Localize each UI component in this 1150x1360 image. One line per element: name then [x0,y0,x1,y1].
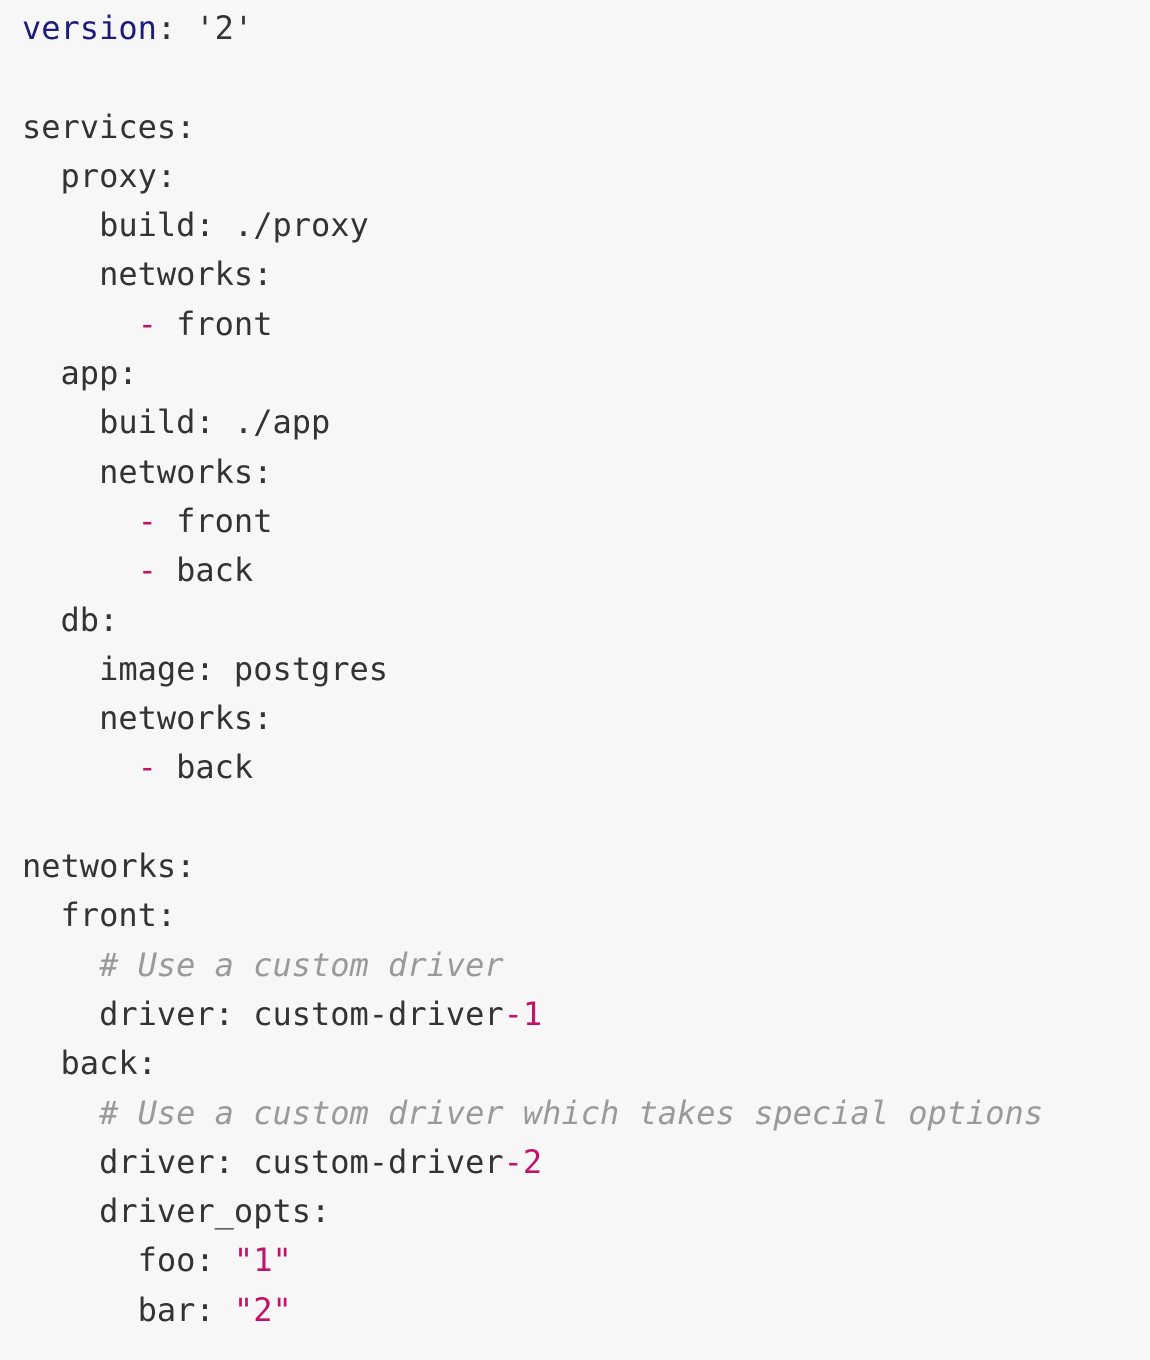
code-line: networks: [22,694,1043,743]
code-token-comment: # Use a custom driver which takes specia… [99,1093,1044,1132]
code-token-string: "1" [233,1241,292,1280]
code-indent [22,1192,99,1230]
code-indent [22,354,61,392]
code-line: driver_opts: [22,1187,1043,1236]
code-line: # Use a custom driver [22,941,1043,990]
code-token-string: "2" [233,1290,292,1329]
code-token-plain: db: [60,600,119,639]
code-line: networks: [22,250,1043,299]
code-line: - back [22,743,1043,792]
code-token-plain: services: [22,107,196,146]
code-token-number: - [137,304,157,343]
code-line: driver: custom-driver-2 [22,1138,1043,1187]
code-token-keyword: version [22,9,157,47]
code-token-plain: networks: [99,255,273,294]
code-token-plain: front [156,304,273,343]
code-line: proxy: [22,152,1043,201]
code-indent [22,502,138,540]
code-indent [22,1241,138,1279]
code-token-plain: networks: [99,699,273,738]
code-indent [22,1044,61,1082]
code-line: app: [22,349,1043,398]
code-indent [22,995,99,1033]
code-indent [22,699,99,737]
code-indent [22,650,99,688]
code-token-plain: back: [60,1044,157,1083]
code-token-plain: : '2' [156,9,254,47]
code-token-number: - [137,501,157,540]
code-token-plain: driver: custom-driver [99,1142,504,1181]
code-token-plain: build: ./app [99,403,331,442]
code-token-plain: driver_opts: [99,1192,331,1231]
code-line: - front [22,497,1043,546]
code-token-number: -1 [503,994,543,1033]
code-token-plain: networks: [99,452,273,491]
code-indent [22,748,138,786]
code-token-plain: front [156,501,273,540]
code-indent [22,896,61,934]
code-line: bar: "2" [22,1286,1043,1335]
code-indent [22,157,61,195]
code-line: # Use a custom driver which takes specia… [22,1089,1043,1138]
code-token-plain: bar: [137,1290,234,1329]
code-token-plain: foo: [137,1241,234,1280]
code-indent [22,305,138,343]
code-indent [22,255,99,293]
code-indent [22,453,99,491]
code-indent [22,403,99,441]
code-token-plain: networks: [22,847,196,886]
code-line: driver: custom-driver-1 [22,990,1043,1039]
code-line: back: [22,1039,1043,1088]
code-line: networks: [22,448,1043,497]
code-token-plain: back [156,748,254,787]
code-token-number: - [137,551,157,590]
code-token-number: -2 [503,1142,543,1181]
code-line [22,793,1043,842]
code-indent [22,1291,138,1329]
code-line: networks: [22,842,1043,891]
code-line: front: [22,891,1043,940]
yaml-code-block: version: '2' services: proxy: build: ./p… [22,4,1043,1335]
code-line: version: '2' [22,4,1043,53]
code-line: db: [22,596,1043,645]
code-line: foo: "1" [22,1236,1043,1285]
code-indent [22,1094,99,1132]
code-indent [22,551,138,589]
code-indent [22,601,61,639]
code-token-number: - [137,748,157,787]
code-line: services: [22,103,1043,152]
code-indent [22,946,99,984]
code-line: build: ./proxy [22,201,1043,250]
code-token-plain: driver: custom-driver [99,994,504,1033]
code-token-plain: proxy: [60,156,177,195]
code-token-plain: back [156,551,254,590]
code-line: - back [22,546,1043,595]
code-line: build: ./app [22,398,1043,447]
code-token-plain: image: postgres [99,649,389,688]
code-token-plain: app: [60,354,138,393]
code-line: image: postgres [22,645,1043,694]
code-line [22,53,1043,102]
code-token-plain: build: ./proxy [99,206,369,245]
code-indent [22,206,99,244]
code-token-plain: front: [60,896,177,935]
code-indent [22,1143,99,1181]
code-line: - front [22,300,1043,349]
code-token-comment: # Use a custom driver [99,945,504,984]
